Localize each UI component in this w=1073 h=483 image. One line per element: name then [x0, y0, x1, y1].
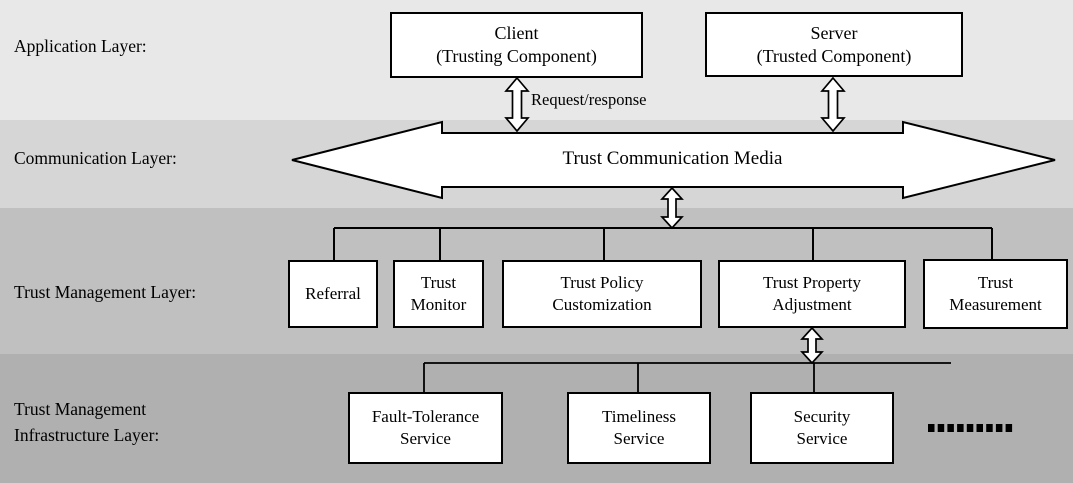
infrastructure-layer-label-line2: Infrastructure Layer:: [14, 425, 160, 445]
server-box-title: Server: [810, 22, 858, 43]
communication-layer-label: Communication Layer:: [14, 148, 177, 168]
trust-measurement-box: Trust Measurement: [923, 259, 1068, 329]
trust-property-adjustment-box: Trust Property Adjustment: [718, 260, 906, 328]
client-comm-double-arrow-icon: [504, 76, 530, 133]
timeliness-service-box-label: Timeliness Service: [601, 407, 676, 448]
trust-policy-customization-box-label: Trust Policy Customization: [552, 273, 652, 314]
infrastructure-connector-tree: [423, 362, 951, 392]
trust-management-layer-label: Trust Management Layer:: [14, 282, 197, 302]
trust-management-connector-tree: [333, 227, 993, 260]
referral-box-label: Referral: [305, 284, 361, 303]
trust-monitor-box-label: Trust Monitor: [410, 273, 467, 314]
server-box-subtitle: (Trusted Component): [756, 45, 912, 66]
trust-monitor-box: Trust Monitor: [393, 260, 484, 328]
trust-property-adjustment-box-label: Trust Property Adjustment: [762, 273, 862, 314]
client-box: Client (Trusting Component): [390, 12, 643, 78]
trust-measurement-box-label: Trust Measurement: [949, 273, 1042, 314]
fault-tolerance-service-box-label: Fault-Tolerance Service: [371, 407, 480, 448]
trust-policy-customization-box: Trust Policy Customization: [502, 260, 702, 328]
server-box: Server (Trusted Component): [705, 12, 963, 77]
security-service-box-label: Security Service: [793, 407, 851, 448]
trust-communication-media-arrow: [291, 120, 1056, 200]
server-comm-double-arrow-icon: [820, 76, 846, 133]
application-layer-label: Application Layer:: [14, 36, 147, 56]
infrastructure-layer-label-line1: Trust Management: [14, 399, 147, 419]
referral-box: Referral: [288, 260, 378, 328]
infrastructure-layer-label: Trust Management Infrastructure Layer:: [14, 396, 159, 448]
client-box-subtitle: (Trusting Component): [436, 46, 597, 66]
timeliness-service-box: Timeliness Service: [567, 392, 711, 464]
infrastructure-layer-band: [0, 354, 1073, 483]
comm-trustmgmt-double-arrow-icon: [660, 186, 684, 230]
fault-tolerance-service-box: Fault-Tolerance Service: [348, 392, 503, 464]
client-box-title: Client: [494, 23, 539, 43]
security-service-box: Security Service: [750, 392, 894, 464]
adjustment-infra-double-arrow-icon: [800, 326, 824, 365]
trust-communication-media-label: Trust Communication Media: [562, 148, 783, 169]
request-response-label: Request/response: [531, 90, 647, 109]
